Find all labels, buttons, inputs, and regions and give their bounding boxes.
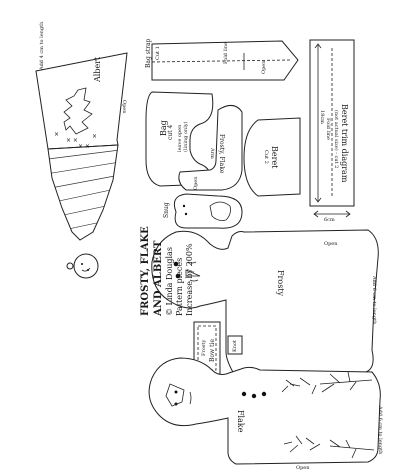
frosty-open-label: Open	[324, 241, 338, 247]
bag-piece	[145, 91, 214, 187]
bag-strap-open: Open	[261, 60, 267, 74]
beret-piece	[243, 117, 301, 197]
bag-outline	[145, 91, 214, 187]
title-line-1: FROSTY, FLAKE	[140, 226, 151, 316]
beret-name: Beret	[270, 146, 279, 169]
flake-piece	[148, 357, 381, 465]
flake-note: Add 6 cm to length	[377, 406, 383, 455]
frosty-outline	[151, 229, 379, 375]
beret-trim-name: Beret trim diagram	[340, 104, 349, 183]
bag-strap-cut: Cut 1	[155, 46, 161, 60]
bag-strap-fold: Fold line	[223, 42, 229, 64]
snug-piece	[173, 193, 243, 229]
bow-tie-sub: Frosty	[201, 339, 207, 356]
frosty-note: Add 6 cm to length	[371, 276, 377, 325]
albert-crosses: × × × × × ×	[54, 131, 97, 150]
arm-piece	[178, 105, 243, 191]
title-note: Increase by 200%	[185, 243, 194, 316]
beret-trim-sub: (not actual size) - cut 2	[333, 110, 339, 169]
flake-branch-top	[281, 371, 373, 395]
svg-text:× ×: × ×	[78, 143, 90, 150]
snug-outline	[173, 193, 243, 229]
beret-trim-width: 6cm	[324, 217, 335, 223]
flake-outline	[148, 357, 381, 465]
beret-cut: Cut 2	[263, 150, 269, 164]
albert-body-outline	[35, 52, 128, 150]
frosty-name: Frosty	[276, 270, 285, 297]
bag-cut: cut 4	[167, 124, 174, 140]
title-author: © Linda Douglas	[165, 247, 174, 316]
albert-note: Add 4 cm to length	[39, 21, 45, 70]
pattern-title-block: FROSTY, FLAKE AND ALBERT © Linda Douglas…	[140, 146, 195, 316]
beret-outline	[243, 117, 301, 197]
flake-open-label: Open	[296, 465, 310, 471]
albert-head	[73, 253, 99, 279]
flake-branch-bottom	[283, 435, 375, 459]
arm-name: Frosty, Flake	[218, 134, 225, 174]
albert-tree	[63, 87, 93, 135]
knot-outline	[227, 335, 243, 355]
title-line-2: AND ALBERT	[152, 240, 164, 317]
beret-trim-fold: Fold line	[325, 118, 331, 140]
frosty-piece	[151, 229, 379, 375]
arm-sub: Arm	[209, 148, 215, 159]
bag-strap-piece	[151, 40, 299, 81]
title-subtitle: Pattern pieces	[175, 257, 184, 316]
beret-trim-size: 18cm	[319, 110, 325, 124]
albert-name: Albert	[93, 56, 102, 82]
arm-outline	[178, 105, 243, 191]
knot-label: Knot	[232, 340, 238, 352]
svg-text:× ×: × ×	[66, 137, 78, 144]
beret-trim-piece	[309, 39, 355, 218]
bag-strap-outline	[151, 40, 299, 81]
albert-open-label: Open	[121, 100, 127, 114]
svg-text:×: ×	[54, 131, 59, 138]
bow-tie-name: Bow tie	[209, 339, 216, 362]
bag-strap-name: Bag strap	[145, 38, 152, 68]
svg-text:×: ×	[92, 133, 97, 140]
knot-piece	[227, 335, 243, 355]
albert-piece: × × × × × ×	[35, 52, 128, 279]
flake-name: Flake	[236, 410, 245, 433]
